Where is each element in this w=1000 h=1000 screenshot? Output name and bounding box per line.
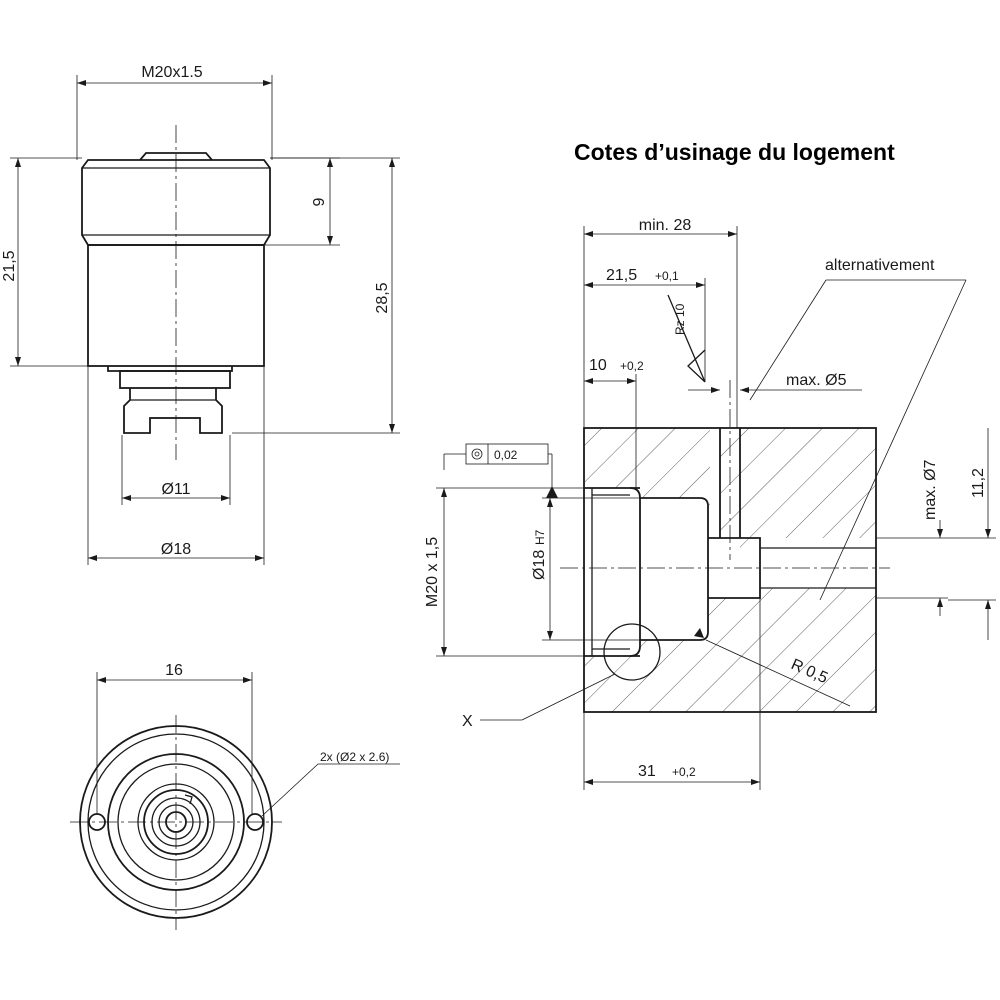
width-label: 16 (165, 662, 183, 679)
body-height-label: 21,5 (1, 250, 18, 281)
total-depth-label: 31 (638, 763, 656, 780)
counterbore-depth-tol: +0,2 (620, 359, 644, 373)
max-side-hole-label: max. Ø7 (922, 459, 939, 520)
main-depth-tol: +0,1 (655, 269, 679, 283)
min-depth-label: min. 28 (639, 217, 692, 234)
concentricity-label: 0,02 (494, 448, 518, 462)
detail-label: X (462, 713, 473, 730)
part-side-view: M20x1.5 21,5 9 28,5 Ø11 Ø18 (1, 64, 400, 565)
part-bottom-view: 16 2x (Ø2 x 2.6) (70, 662, 400, 930)
housing-thread-label: M20 x 1,5 (424, 537, 441, 607)
max-hole-label: max. Ø5 (786, 372, 847, 389)
total-depth-tol: +0,2 (672, 765, 696, 779)
page-title: Cotes d’usinage du logement (574, 139, 895, 165)
offset-label: 11,2 (970, 468, 987, 498)
main-depth-label: 21,5 (606, 267, 637, 284)
holes-label: 2x (Ø2 x 2.6) (320, 750, 389, 764)
housing-section: X (462, 380, 890, 730)
head-height-label: 9 (311, 197, 328, 206)
alternative-label: alternativement (825, 257, 935, 274)
bore-tol: H7 (533, 529, 547, 545)
thread-label: M20x1.5 (141, 64, 202, 81)
bore-label: Ø18 (531, 550, 548, 580)
counterbore-depth-label: 10 (589, 357, 607, 374)
body-diameter-label: Ø18 (161, 541, 191, 558)
roughness-label: Rz 10 (673, 303, 687, 335)
small-diameter-label: Ø11 (161, 481, 190, 498)
housing-dimensions: min. 28 21,5 +0,1 Rz 10 10 +0,2 alternat… (424, 217, 996, 790)
total-height-label: 28,5 (374, 282, 391, 313)
